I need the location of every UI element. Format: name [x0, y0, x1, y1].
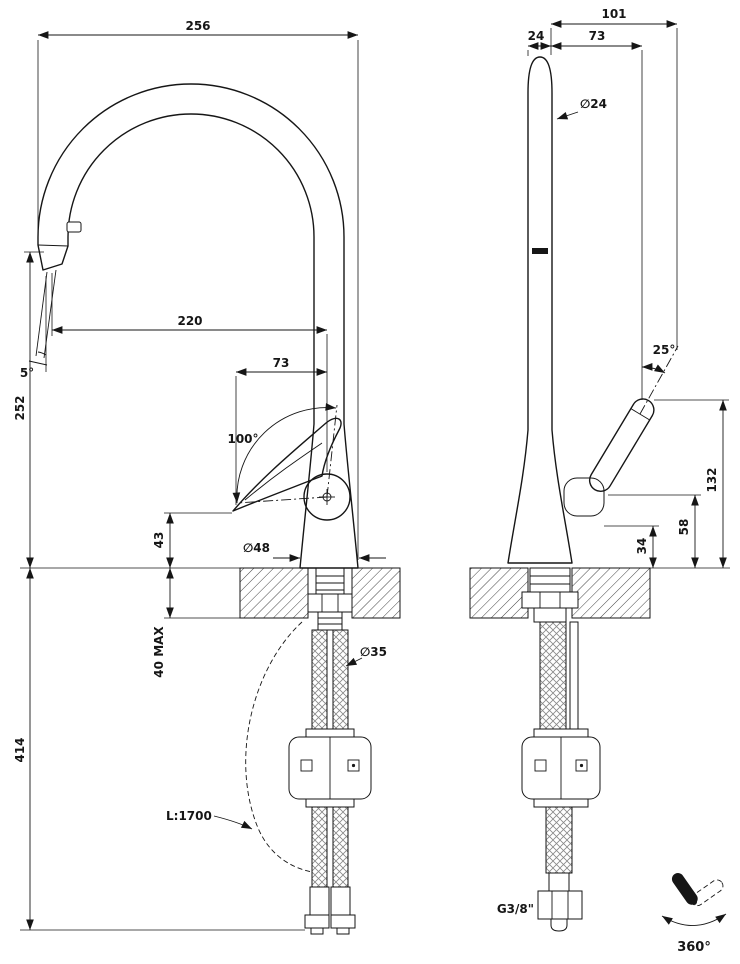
side-weight-clamp-top [533, 728, 589, 738]
dim-label-132: 132 [705, 467, 719, 492]
front-spray-line-1 [35, 271, 48, 357]
side-hose-upper [539, 621, 567, 738]
front-handle [232, 403, 351, 521]
side-view: 101 24 73 ∅24 25° 132 58 34 [469, 7, 730, 932]
side-deck-hatch-left [469, 567, 529, 619]
side-aerator-mark [532, 248, 548, 254]
front-sprayhead-joint-line [37, 244, 69, 247]
front-connector-right [330, 886, 351, 916]
dim-label-252: 252 [13, 395, 27, 420]
side-weight-clamp-bottom [533, 798, 589, 808]
front-underdeck [245, 567, 372, 935]
front-hose-right-upper [332, 629, 349, 738]
front-deck-hatch-left [239, 567, 309, 619]
front-deck-section [239, 567, 401, 619]
dim-label-414: 414 [13, 737, 27, 762]
front-spray-button [66, 221, 82, 233]
dim-front-base-diameter: ∅48 [243, 541, 386, 562]
side-handle-axis-line [639, 345, 679, 415]
front-deck-hatch-right [351, 567, 401, 619]
front-connector-nut-left [304, 914, 330, 929]
front-mounting-nut [307, 593, 353, 613]
dim-label-100deg: 100° [227, 432, 258, 446]
dim-side-132: 132 [650, 399, 730, 569]
dim-label-40max: 40 MAX [152, 626, 166, 678]
side-handle [563, 345, 679, 517]
dim-front-under-height: 414 [13, 567, 305, 931]
front-connector-left [309, 886, 330, 916]
front-hose-left-lower [311, 806, 328, 888]
front-connector-nut-right [330, 914, 356, 929]
dim-label-34: 34 [635, 538, 649, 555]
front-weight-clamp-bottom [305, 798, 355, 808]
dim-front-overall-width: 256 [37, 19, 359, 560]
dim-side-top: 101 24 73 [527, 7, 678, 400]
dim-label-256: 256 [185, 19, 210, 33]
front-hose-left-upper [311, 629, 328, 738]
dim-label-58: 58 [677, 519, 691, 536]
side-shank-lower [533, 607, 567, 623]
front-hose-right-lower [332, 806, 349, 888]
side-faucet-body [507, 56, 573, 564]
front-view: 256 220 73 100° 5° 252 414 [13, 19, 401, 935]
dim-front-handle-height: 43 [152, 512, 232, 569]
side-deck-section [469, 567, 651, 619]
front-handle-position-line-1 [236, 496, 328, 504]
dim-label-g38: G3/8" [497, 902, 534, 916]
dim-front-hole-diameter: ∅35 [345, 645, 387, 667]
side-handle-lever [588, 398, 655, 492]
side-connector-pipe [548, 872, 570, 892]
swivel-pivot [691, 899, 697, 905]
swivel-icon: 360° [661, 873, 727, 955]
dim-label-d24: ∅24 [580, 97, 607, 111]
dim-front-deck-thickness: 40 MAX [152, 567, 240, 678]
dim-side-thread: G3/8" [497, 902, 534, 916]
dim-label-73-front: 73 [273, 356, 290, 370]
side-underdeck [521, 567, 601, 932]
swivel-rotation-arrow [661, 913, 727, 926]
front-handle-swing-arc [232, 403, 337, 504]
dim-label-l1700: L:1700 [166, 809, 212, 823]
side-faucet-outline [507, 56, 573, 564]
swivel-label: 360° [677, 940, 711, 955]
dim-label-24: 24 [528, 29, 545, 43]
front-shank-lower [317, 611, 343, 631]
swivel-lever-solid [671, 873, 698, 905]
side-hex-nut [537, 890, 583, 920]
dim-label-101: 101 [601, 7, 626, 21]
front-faucet-outline [37, 83, 359, 569]
dim-front-spout-height: 252 [13, 251, 240, 569]
front-faucet-body [28, 83, 359, 569]
dim-label-25deg: 25° [653, 343, 676, 357]
side-handle-boss [563, 477, 605, 517]
side-shank [529, 567, 571, 593]
side-hose-lower [545, 806, 573, 874]
side-handle-tilt-arc [641, 363, 666, 374]
dim-front-spout-reach: 220 [51, 273, 328, 472]
side-deck-hatch-right [571, 567, 651, 619]
dim-front-handle-offset: 73 [235, 356, 328, 505]
dim-label-43: 43 [152, 532, 166, 549]
dim-label-220: 220 [177, 314, 202, 328]
dim-label-5deg: 5° [20, 366, 34, 380]
dim-front-hose-length: L:1700 [166, 809, 253, 830]
dim-side-spout-diameter: ∅24 [556, 97, 607, 120]
front-weight-clamp-top [305, 728, 355, 738]
side-pullout-tube [569, 621, 579, 738]
dim-label-d35: ∅35 [360, 645, 387, 659]
side-connector-tip [550, 918, 568, 932]
dim-side-58: 58 [608, 494, 701, 569]
front-pullout-hose-loop [245, 621, 313, 873]
side-mounting-nut [521, 591, 579, 609]
dim-label-73-side: 73 [589, 29, 606, 43]
dim-label-d48: ∅48 [243, 541, 270, 555]
dim-side-34: 34 [604, 525, 659, 569]
